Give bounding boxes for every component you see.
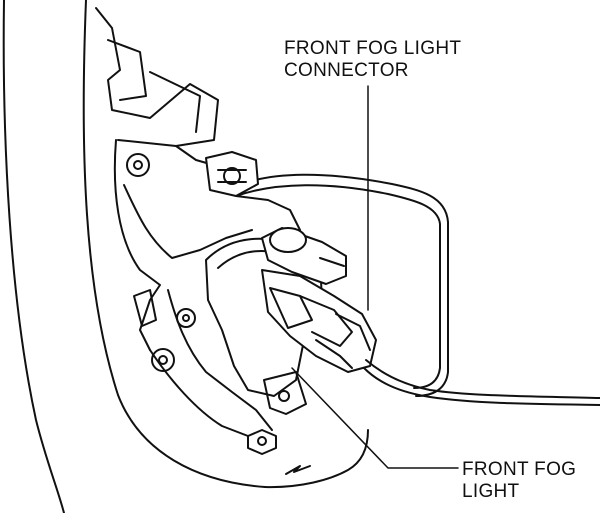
- bolt-bottom: [247, 429, 277, 455]
- connector-label-line2: CONNECTOR: [284, 60, 409, 81]
- bracket-left-side: [113, 139, 161, 351]
- leader-light: [291, 367, 459, 469]
- fog-light-connector: [261, 269, 377, 373]
- lower-mount-tab: [263, 371, 307, 415]
- side-clip: [133, 289, 157, 327]
- upper-recess: [95, 7, 219, 147]
- light-label-line2: LIGHT: [462, 481, 520, 502]
- lower-mount-hole: [278, 390, 290, 402]
- upper-tab: [107, 39, 147, 101]
- wire-harness-loop-inner: [235, 184, 441, 389]
- front-fog-light-connector-label: FRONT FOG LIGHT CONNECTOR: [284, 38, 461, 82]
- bumper-inner-edge: [82, 0, 266, 488]
- connector-wire-2: [363, 367, 600, 406]
- upper-tab-inner: [149, 71, 201, 133]
- bumper-outer-edge: [2, 0, 65, 513]
- front-fog-light-label: FRONT FOG LIGHT: [462, 459, 576, 503]
- screw-lower: [151, 348, 175, 372]
- screw-upper: [126, 153, 150, 177]
- wire-clip: [205, 151, 259, 197]
- bracket-lower-rib: [167, 289, 273, 431]
- screw-middle: [176, 308, 196, 328]
- bracket-inner-rib: [123, 184, 253, 259]
- bracket-lower-edge: [149, 349, 249, 437]
- light-label-line1: FRONT FOG: [462, 459, 577, 480]
- bulb-socket: [261, 227, 347, 285]
- connector-wire: [365, 359, 600, 399]
- connector-label-line1: FRONT FOG LIGHT: [284, 38, 462, 59]
- break-line: [285, 465, 311, 475]
- wire-harness-loop: [231, 173, 449, 397]
- bumper-lower-lip: [264, 429, 369, 489]
